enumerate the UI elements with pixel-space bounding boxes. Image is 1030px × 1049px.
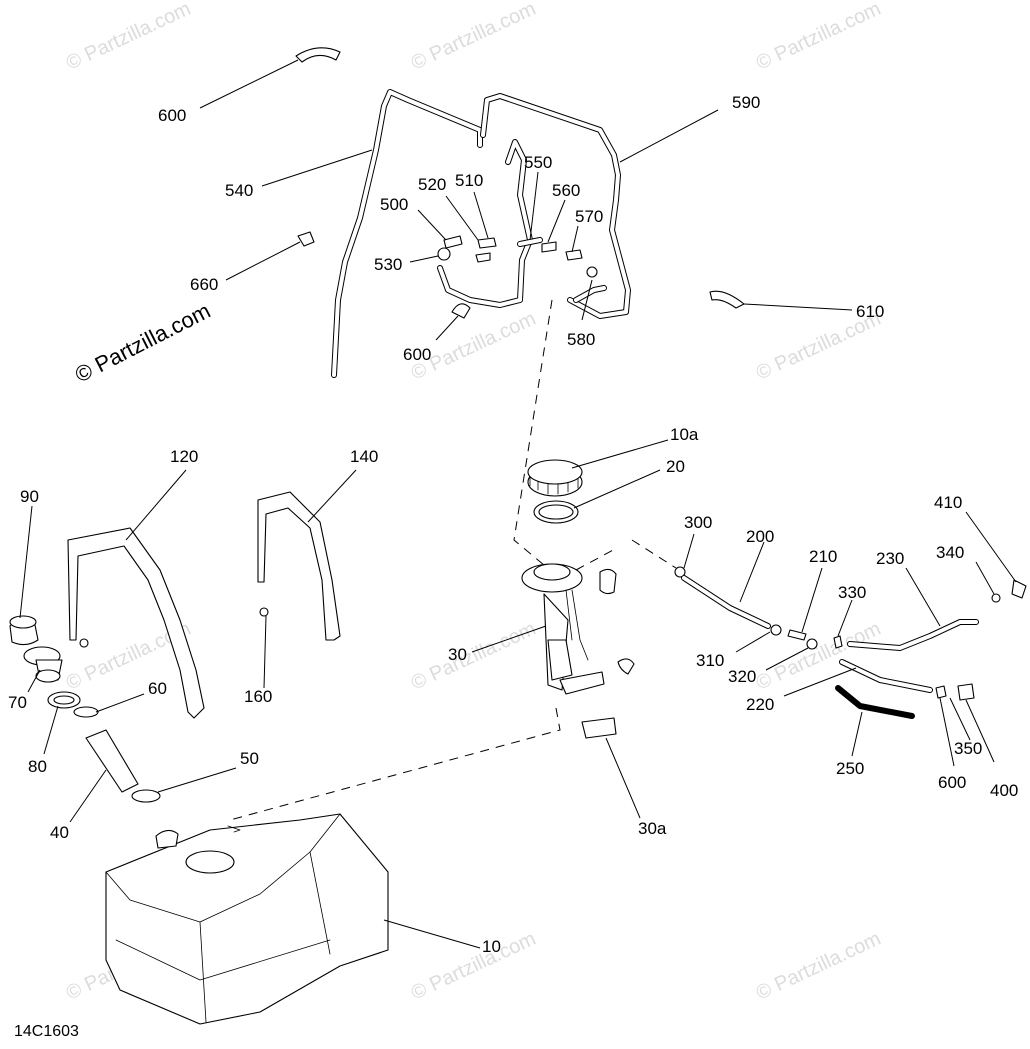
callout-590: 590	[732, 93, 760, 112]
watermark: © Partzilla.com	[753, 0, 884, 75]
callout-600: 600	[938, 773, 966, 792]
callout-160: 160	[244, 687, 272, 706]
callout-70: 70	[8, 693, 27, 712]
clamp-610	[709, 290, 745, 309]
callout-140: 140	[350, 447, 378, 466]
callout-540: 540	[225, 181, 253, 200]
leader-lines	[19, 59, 1017, 949]
strap-120	[67, 527, 205, 719]
tank-straps	[67, 491, 341, 719]
callout-600: 600	[158, 106, 186, 125]
callout-220: 220	[746, 695, 774, 714]
callout-80: 80	[28, 757, 47, 776]
callout-labels: 600 540 660 520 510 550 560 570 500 530 …	[8, 93, 1018, 956]
callout-550: 550	[524, 153, 552, 172]
callout-400: 400	[990, 781, 1018, 800]
callout-210: 210	[809, 547, 837, 566]
watermark: © Partzilla.com	[753, 928, 884, 1005]
callout-350: 350	[954, 739, 982, 758]
callout-40: 40	[50, 823, 69, 842]
clamp-660	[297, 231, 315, 247]
callout-310: 310	[696, 651, 724, 670]
fuel-line-assembly	[674, 566, 1027, 719]
callout-10a: 10a	[670, 425, 699, 444]
vent-hose-assembly	[295, 47, 745, 378]
callout-50: 50	[240, 749, 259, 768]
fuel-tank	[105, 813, 389, 1025]
fuel-pump-assembly	[521, 459, 635, 739]
assembly-guide-lines	[229, 299, 677, 821]
clamp-600-top	[295, 47, 341, 63]
callout-60: 60	[148, 679, 167, 698]
callout-410: 410	[934, 493, 962, 512]
callout-90: 90	[20, 487, 39, 506]
watermark: © Partzilla.com	[63, 0, 194, 75]
callout-600: 600	[403, 345, 431, 364]
callout-520: 520	[418, 175, 446, 194]
callout-610: 610	[856, 302, 884, 321]
callout-300: 300	[684, 513, 712, 532]
diagram-code: 14C1603	[14, 1023, 79, 1040]
callout-560: 560	[552, 181, 580, 200]
watermark: © Partzilla.com	[408, 618, 539, 695]
callout-30a: 30a	[638, 819, 667, 838]
clamp-600-mid	[451, 303, 471, 319]
callout-340: 340	[936, 543, 964, 562]
callout-570: 570	[575, 207, 603, 226]
callout-500: 500	[380, 195, 408, 214]
callout-10: 10	[482, 937, 501, 956]
filler-assembly	[9, 615, 161, 803]
callout-250: 250	[836, 759, 864, 778]
callout-230: 230	[876, 549, 904, 568]
callout-510: 510	[455, 171, 483, 190]
watermark: © Partzilla.com	[408, 0, 539, 75]
callout-20: 20	[666, 457, 685, 476]
copyright-label: © Partzilla.com	[71, 298, 214, 388]
watermark: © Partzilla.com	[408, 928, 539, 1005]
callout-580: 580	[567, 330, 595, 349]
callout-320: 320	[728, 667, 756, 686]
callout-30: 30	[448, 645, 467, 664]
strap-140	[257, 491, 341, 641]
callout-660: 660	[190, 275, 218, 294]
callout-330: 330	[838, 583, 866, 602]
callout-120: 120	[170, 447, 198, 466]
callout-530: 530	[374, 255, 402, 274]
callout-200: 200	[746, 527, 774, 546]
